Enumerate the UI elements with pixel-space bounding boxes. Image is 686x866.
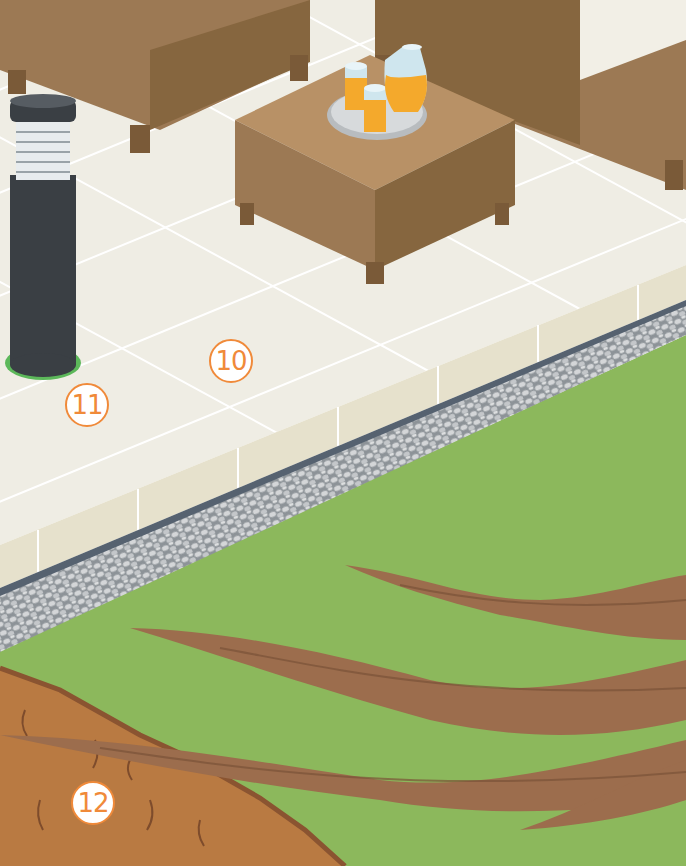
- callout-number: 12: [71, 781, 115, 825]
- callout-number: 10: [209, 339, 253, 383]
- callout-number: 11: [65, 383, 109, 427]
